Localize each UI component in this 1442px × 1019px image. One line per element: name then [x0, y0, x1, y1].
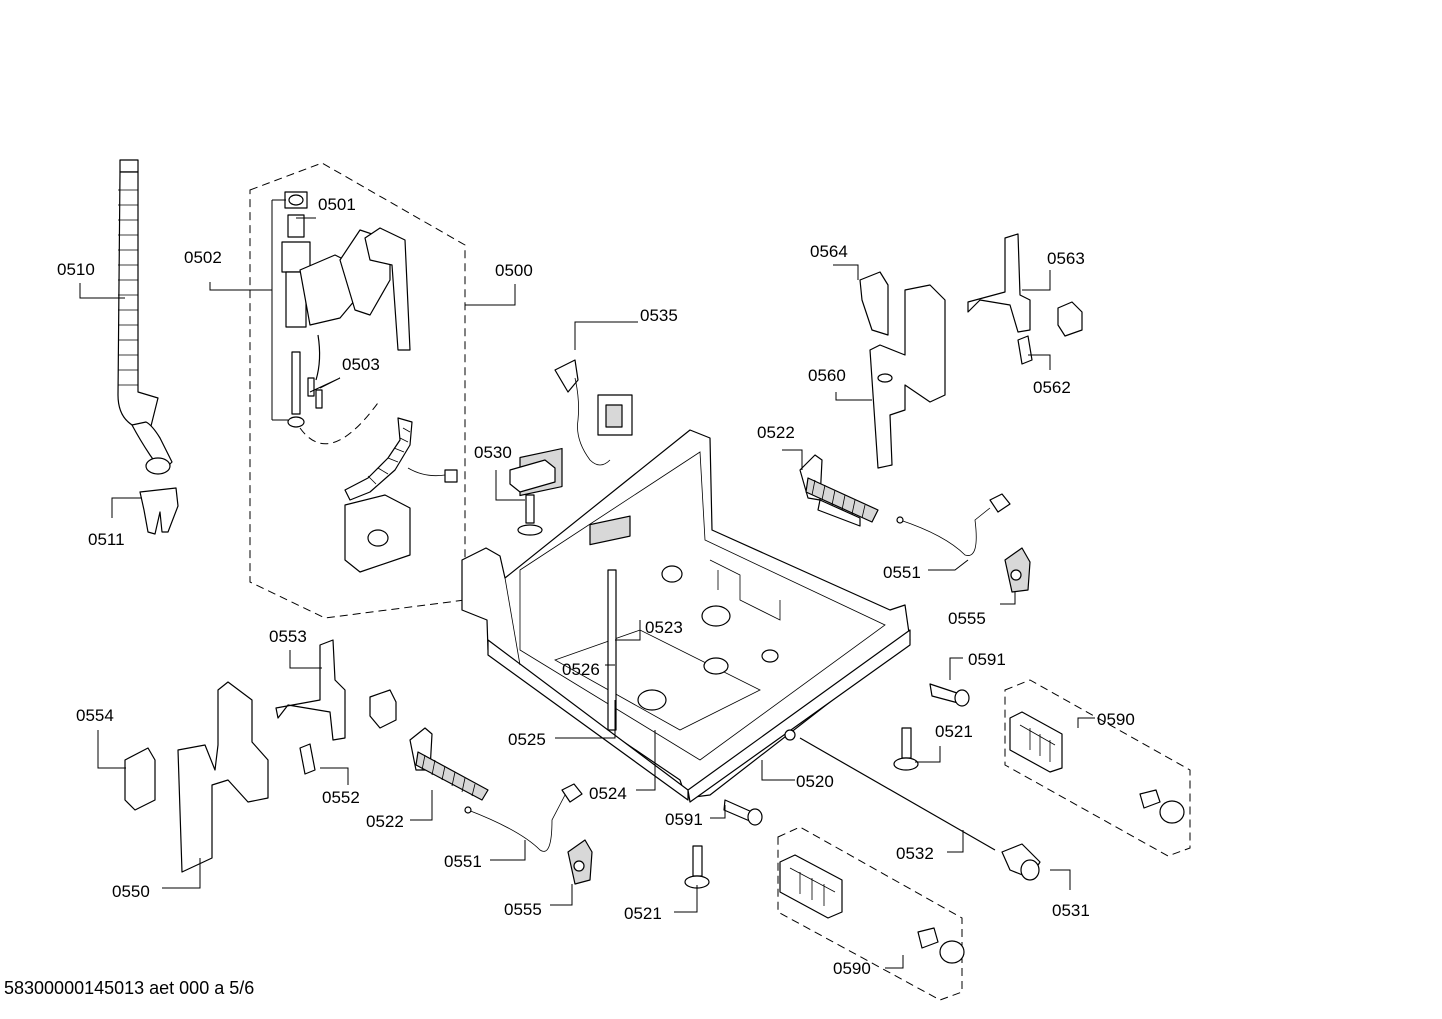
hose-clip — [139, 487, 179, 535]
bracket-0560 — [869, 284, 946, 469]
clip-0562 — [1017, 335, 1033, 365]
label-0522-right: 0522 — [757, 423, 795, 442]
label-0554: 0554 — [76, 706, 114, 725]
label-0590-right: 0590 — [1097, 710, 1135, 729]
bracket-plate — [344, 494, 411, 573]
holder-0555-right — [1004, 547, 1031, 593]
hinge-spring-left — [409, 727, 489, 801]
cover-0554 — [124, 747, 156, 811]
group-0500-outline — [249, 162, 466, 619]
valve-assembly — [281, 191, 411, 428]
screw-0591-right — [929, 683, 970, 707]
screw-0591-bottom — [723, 799, 763, 826]
power-cable-0535 — [554, 359, 633, 466]
label-0591-right: 0591 — [968, 650, 1006, 669]
screw-0521-bottom — [684, 845, 710, 889]
label-0521-right: 0521 — [935, 722, 973, 741]
label-0550: 0550 — [112, 882, 150, 901]
label-0555-right: 0555 — [948, 609, 986, 628]
foot-0531 — [1001, 843, 1041, 881]
kit-0590-bottom — [777, 826, 965, 1001]
label-0500: 0500 — [495, 261, 533, 280]
label-0564: 0564 — [810, 242, 848, 261]
switch-block — [509, 459, 556, 493]
drain-hose — [117, 159, 173, 475]
label-0590-bottom: 0590 — [833, 959, 871, 978]
label-0524: 0524 — [589, 784, 627, 803]
label-0523: 0523 — [645, 618, 683, 637]
label-0563: 0563 — [1047, 249, 1085, 268]
rod-0532 — [799, 737, 996, 851]
bracket-0553 — [275, 639, 397, 741]
label-0526: 0526 — [562, 660, 600, 679]
label-0530: 0530 — [474, 443, 512, 462]
kit-0590-right — [1004, 679, 1191, 857]
part-labels: 0510 0511 0502 0501 0503 0500 0535 0530 … — [57, 195, 1135, 978]
label-0532: 0532 — [896, 844, 934, 863]
label-0511: 0511 — [88, 530, 125, 549]
label-0502: 0502 — [184, 248, 222, 267]
document-reference: 58300000145013 aet 000 a 5/6 — [4, 978, 255, 998]
holder-0555-left — [567, 839, 593, 885]
bracket-0550 — [177, 681, 269, 873]
bracket-0563 — [967, 233, 1083, 337]
label-0551-right: 0551 — [883, 563, 921, 582]
cable-0551-left — [464, 783, 583, 852]
inlet-hose — [299, 399, 458, 501]
screw-0521-right — [893, 727, 919, 771]
label-0522-left: 0522 — [366, 812, 404, 831]
cable-0551-right — [896, 493, 1011, 556]
label-0521-bottom: 0521 — [624, 904, 662, 923]
label-0531: 0531 — [1052, 901, 1090, 920]
label-0510: 0510 — [57, 260, 95, 279]
label-0551-left: 0551 — [444, 852, 482, 871]
label-0553: 0553 — [269, 627, 307, 646]
leader-lines — [79, 199, 1095, 969]
bracket-0564 — [859, 271, 889, 336]
label-0501: 0501 — [318, 195, 356, 214]
label-0591-bottom: 0591 — [665, 810, 703, 829]
label-0535: 0535 — [640, 306, 678, 325]
label-0560: 0560 — [808, 366, 846, 385]
label-0520: 0520 — [796, 772, 834, 791]
label-0555-left: 0555 — [504, 900, 542, 919]
hinge-spring-right — [799, 454, 879, 527]
label-0503: 0503 — [342, 355, 380, 374]
clip-0552 — [299, 743, 316, 775]
screw-0530 — [517, 494, 543, 536]
label-0562: 0562 — [1033, 378, 1071, 397]
label-0552: 0552 — [322, 788, 360, 807]
label-0525: 0525 — [508, 730, 546, 749]
